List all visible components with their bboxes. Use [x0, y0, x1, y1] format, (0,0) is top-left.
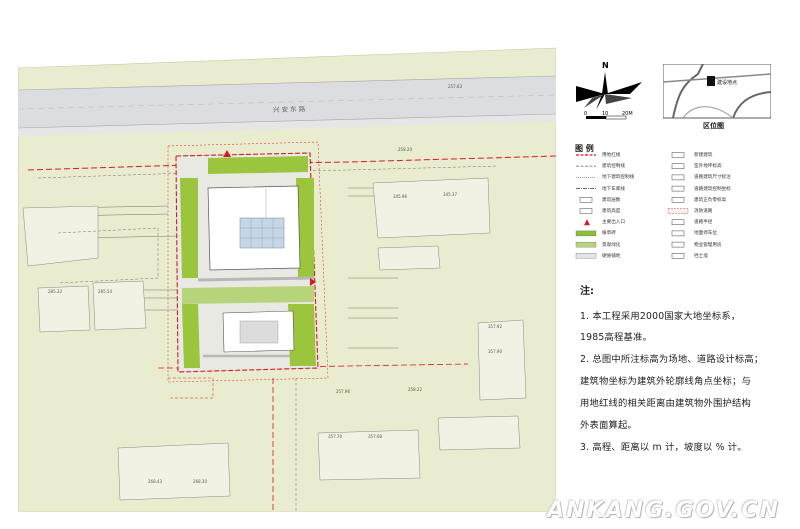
road-band [18, 76, 556, 128]
legend-item-left: 建筑层数 [602, 197, 621, 203]
location-map: 建设地点 区位图 [663, 64, 771, 130]
legend-item-left: 建筑控制线 [602, 164, 625, 170]
road-name-label: 兴 安 东 路 [273, 104, 306, 114]
road-radius-icon [671, 219, 685, 225]
scale-label-20m: 20M [622, 111, 633, 117]
note-line-2: 1985高程基准。 [580, 332, 652, 343]
scale-label-0: 0 [584, 111, 587, 117]
svg-text:345.37: 345.37 [443, 192, 457, 197]
svg-text:258.20: 258.20 [398, 147, 412, 152]
parking-icon [671, 230, 685, 237]
svg-text:357.90: 357.90 [488, 349, 502, 354]
legend-item-right: 新建建筑 [694, 153, 713, 158]
location-building-label: 建设地点 [717, 79, 737, 86]
zero-elev-icon [671, 197, 685, 203]
new-building-icon [671, 152, 685, 158]
svg-text:268.43: 268.43 [148, 479, 162, 484]
legend-item-left: 景观绿化 [602, 242, 621, 248]
legend-item-right: 道路半径 [694, 220, 713, 226]
svg-text:345.96: 345.96 [393, 194, 407, 199]
legend-item-left: 地下建筑控制线 [602, 175, 635, 181]
north-label: N [602, 61, 609, 70]
legend-item-left: 植草砖 [602, 231, 616, 237]
project-location-marker [707, 76, 715, 86]
svg-text:285.54: 285.54 [98, 289, 112, 294]
legend-item-left: 建筑高度 [602, 209, 621, 214]
coord-mark-icon [671, 185, 685, 192]
svg-text:285.33: 285.33 [48, 289, 62, 294]
note-line-1: 1. 本工程采用2000国家大地坐标系， [580, 311, 741, 322]
svg-text:268.30: 268.30 [193, 479, 207, 484]
ground-elev-icon [671, 163, 685, 169]
svg-text:257.96: 257.96 [336, 389, 350, 394]
legend-panel: 图 例 用地红线建筑控制线地下建筑控制线地下车库线建筑层数建筑高度主要出入口植草… [568, 60, 788, 270]
note-line-6: 外表面算起。 [580, 420, 637, 431]
legend-item-left: 用地红线 [602, 153, 621, 158]
existing-buildings [22, 177, 527, 501]
legend-item-left: 地下车库线 [602, 186, 625, 192]
elevation-labels: 257.63 258.20 345.96 345.37 285.33 285.5… [48, 84, 502, 484]
project-site [175, 150, 319, 373]
scale-label-10: 10 [602, 111, 608, 117]
note-line-4: 建筑物坐标为建筑外轮廓线角点坐标；与 [580, 376, 751, 387]
grass-brick-icon [575, 230, 597, 237]
legend-item-left: 硬质铺地 [602, 253, 621, 259]
legend-swatches [575, 152, 689, 259]
svg-text:357.92: 357.92 [488, 324, 502, 329]
legend-item-right: 道路建筑控制坐标 [694, 186, 731, 192]
note-line-3: 2. 总图中所注标高为场地、道路设计标高； [580, 354, 764, 365]
note-line-5: 用地红线的相关距离由建筑物外围护结构 [580, 398, 751, 409]
svg-text:258.22: 258.22 [408, 387, 422, 392]
landscape-green-icon [575, 241, 597, 248]
watermark-text: ANKANG.GOV.CN [547, 498, 780, 523]
legend-item-right: 地面停车位 [694, 231, 717, 237]
dim-mark-icon [671, 174, 685, 181]
legend-item-right: 建筑正负零标高 [694, 197, 727, 203]
retaining-wall-icon [671, 253, 685, 259]
legend-item-right: 物业管理用房 [694, 242, 722, 248]
north-arrow-scale: N 0 10 20M [576, 61, 642, 120]
red-triangle-icon [584, 219, 590, 226]
box-symbol-icon [579, 197, 593, 203]
north-arrow-icon [602, 72, 608, 94]
svg-text:257.63: 257.63 [448, 84, 462, 89]
legend-item-right: 道路建筑尺寸标注 [694, 175, 731, 181]
main-entrance-marker [223, 150, 231, 157]
legend-item-left: 主要出入口 [602, 220, 625, 226]
property-room-icon [671, 241, 685, 248]
svg-text:357.68: 357.68 [368, 434, 382, 439]
height-symbol-icon [579, 208, 593, 214]
road-sidewalk [18, 114, 556, 136]
legend-item-right: 室外地坪标高 [694, 164, 722, 170]
site-plan-map: 兴 安 东 路 [18, 47, 556, 512]
location-map-caption: 区位图 [703, 121, 724, 130]
svg-text:357.70: 357.70 [328, 434, 342, 439]
fire-road-icon [667, 208, 689, 214]
legend-title: 图 例 [575, 144, 594, 153]
legend-item-right: 消防道路 [694, 209, 713, 214]
legend-item-right: 挡土墙 [694, 253, 708, 259]
note-line-7: 3. 高程、距离以 m 计，坡度以 % 计。 [580, 442, 747, 453]
hard-paving-icon [575, 253, 597, 259]
notes-title: 注: [580, 286, 594, 297]
landscape-strip-north [208, 156, 308, 174]
